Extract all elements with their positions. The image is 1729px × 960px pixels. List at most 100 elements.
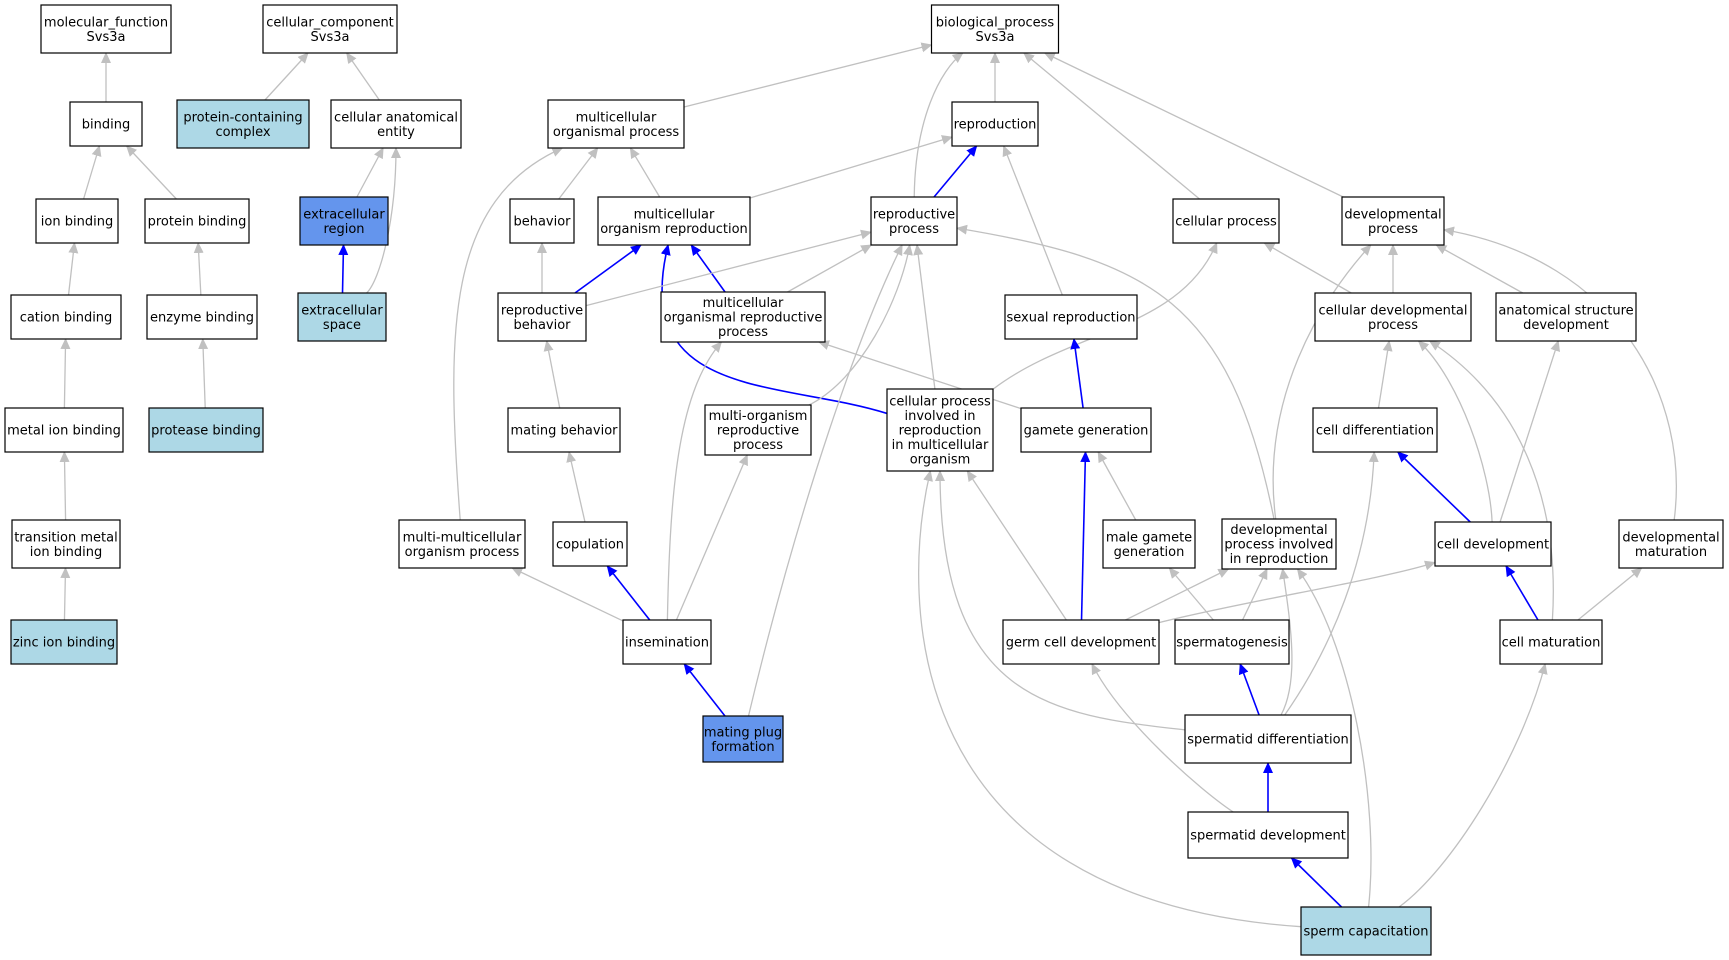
node-box — [11, 519, 121, 569]
node-label-line: behavior — [513, 318, 571, 333]
node-copul[interactable]: copulation — [552, 521, 628, 567]
node-label-line: multi-multicellular — [403, 530, 522, 545]
node-protease[interactable]: protease binding — [148, 407, 264, 453]
node-label-line: reproductive — [717, 424, 799, 439]
node-label-line: cation binding — [20, 311, 113, 326]
node-matb[interactable]: mating behavior — [507, 407, 621, 453]
node-label-line: cellular_component — [266, 15, 394, 30]
node-spgen[interactable]: spermatogenesis — [1174, 619, 1290, 665]
node-label-line: process — [1368, 318, 1418, 333]
edge-gg-to-sexr — [1070, 338, 1084, 409]
node-sdiff[interactable]: spermatid differentiation — [1184, 714, 1352, 764]
edge-cdiff-to-cdp — [1377, 340, 1393, 409]
edge-cp-to-bp — [1023, 52, 1200, 200]
node-label-line: cellular developmental — [1319, 303, 1468, 318]
node-label-line: process involved — [1224, 538, 1333, 553]
node-box — [10, 294, 122, 340]
node-box — [1020, 407, 1152, 453]
edge-sdiff-to-spgen — [1238, 663, 1260, 716]
edge-morp2-to-rp — [808, 244, 913, 406]
node-label-line: region — [323, 222, 364, 237]
node-label-line: maturation — [1635, 545, 1707, 560]
node-box — [509, 198, 575, 244]
node-box — [870, 196, 958, 246]
node-box — [1221, 518, 1337, 570]
node-metb[interactable]: metal ion binding — [4, 407, 124, 453]
node-label-line: in multicellular — [892, 438, 989, 453]
node-box — [262, 4, 398, 54]
node-scap[interactable]: sperm capacitation — [1300, 906, 1432, 956]
node-label-line: development — [1523, 318, 1609, 333]
edge-insem-to-morp — [666, 341, 723, 621]
node-cmat[interactable]: cell maturation — [1499, 619, 1603, 665]
edge-sdiff-to-dpir — [1279, 568, 1293, 716]
node-cdev[interactable]: cell development — [1434, 521, 1552, 567]
edge-gcd-to-gg — [1080, 451, 1091, 621]
node-enzb[interactable]: enzyme binding — [146, 294, 258, 340]
node-box — [552, 521, 628, 567]
node-insem[interactable]: insemination — [622, 619, 712, 665]
node-repro[interactable]: reproduction — [951, 101, 1039, 147]
node-label-line: Svs3a — [976, 30, 1015, 45]
edge-insem-to-copul — [606, 565, 651, 621]
node-label-line: process — [733, 438, 783, 453]
node-label-line: cellular process — [889, 395, 991, 410]
node-label-line: organism process — [405, 545, 520, 560]
edge-scap-to-dpir — [1296, 568, 1372, 908]
node-zinc[interactable]: zinc ion binding — [10, 619, 118, 665]
node-binding[interactable]: binding — [69, 101, 143, 147]
node-label-line: mating plug — [704, 725, 782, 740]
edge-protb-to-binding — [125, 145, 177, 200]
edge-mgg-to-gg — [1097, 451, 1137, 521]
edge-sdiff-to-cdiff — [1284, 451, 1379, 716]
node-box — [330, 99, 462, 149]
node-box — [1314, 292, 1472, 342]
node-label-line: extracellular — [303, 207, 385, 222]
node-protb[interactable]: protein binding — [144, 198, 250, 244]
node-label-line: sperm capacitation — [1304, 925, 1429, 940]
node-sdev[interactable]: spermatid development — [1187, 811, 1349, 859]
node-ionb[interactable]: ion binding — [35, 198, 119, 244]
node-sexr[interactable]: sexual reproduction — [1004, 294, 1138, 340]
node-gcd[interactable]: germ cell development — [1002, 619, 1160, 665]
node-label-line: complex — [215, 125, 270, 140]
edge-tmb-to-metb — [59, 451, 70, 521]
node-gg[interactable]: gamete generation — [1020, 407, 1152, 453]
node-cdiff[interactable]: cell differentiation — [1312, 407, 1438, 453]
edge-ionb-to-binding — [82, 145, 102, 200]
node-label-line: mating behavior — [510, 424, 618, 439]
edge-scap-to-cpir — [918, 470, 1302, 928]
node-label-line: spermatid development — [1190, 829, 1346, 844]
node-cp[interactable]: cellular process — [1172, 198, 1280, 244]
edge-cmat-to-cdev — [1505, 565, 1539, 621]
node-label-line: multicellular — [703, 296, 784, 311]
node-catb[interactable]: cation binding — [10, 294, 122, 340]
edge-mop-to-bp — [683, 42, 933, 108]
node-behav[interactable]: behavior — [509, 198, 575, 244]
edge-behav-to-mop — [558, 147, 599, 200]
edge-mor-to-repro — [749, 135, 953, 199]
